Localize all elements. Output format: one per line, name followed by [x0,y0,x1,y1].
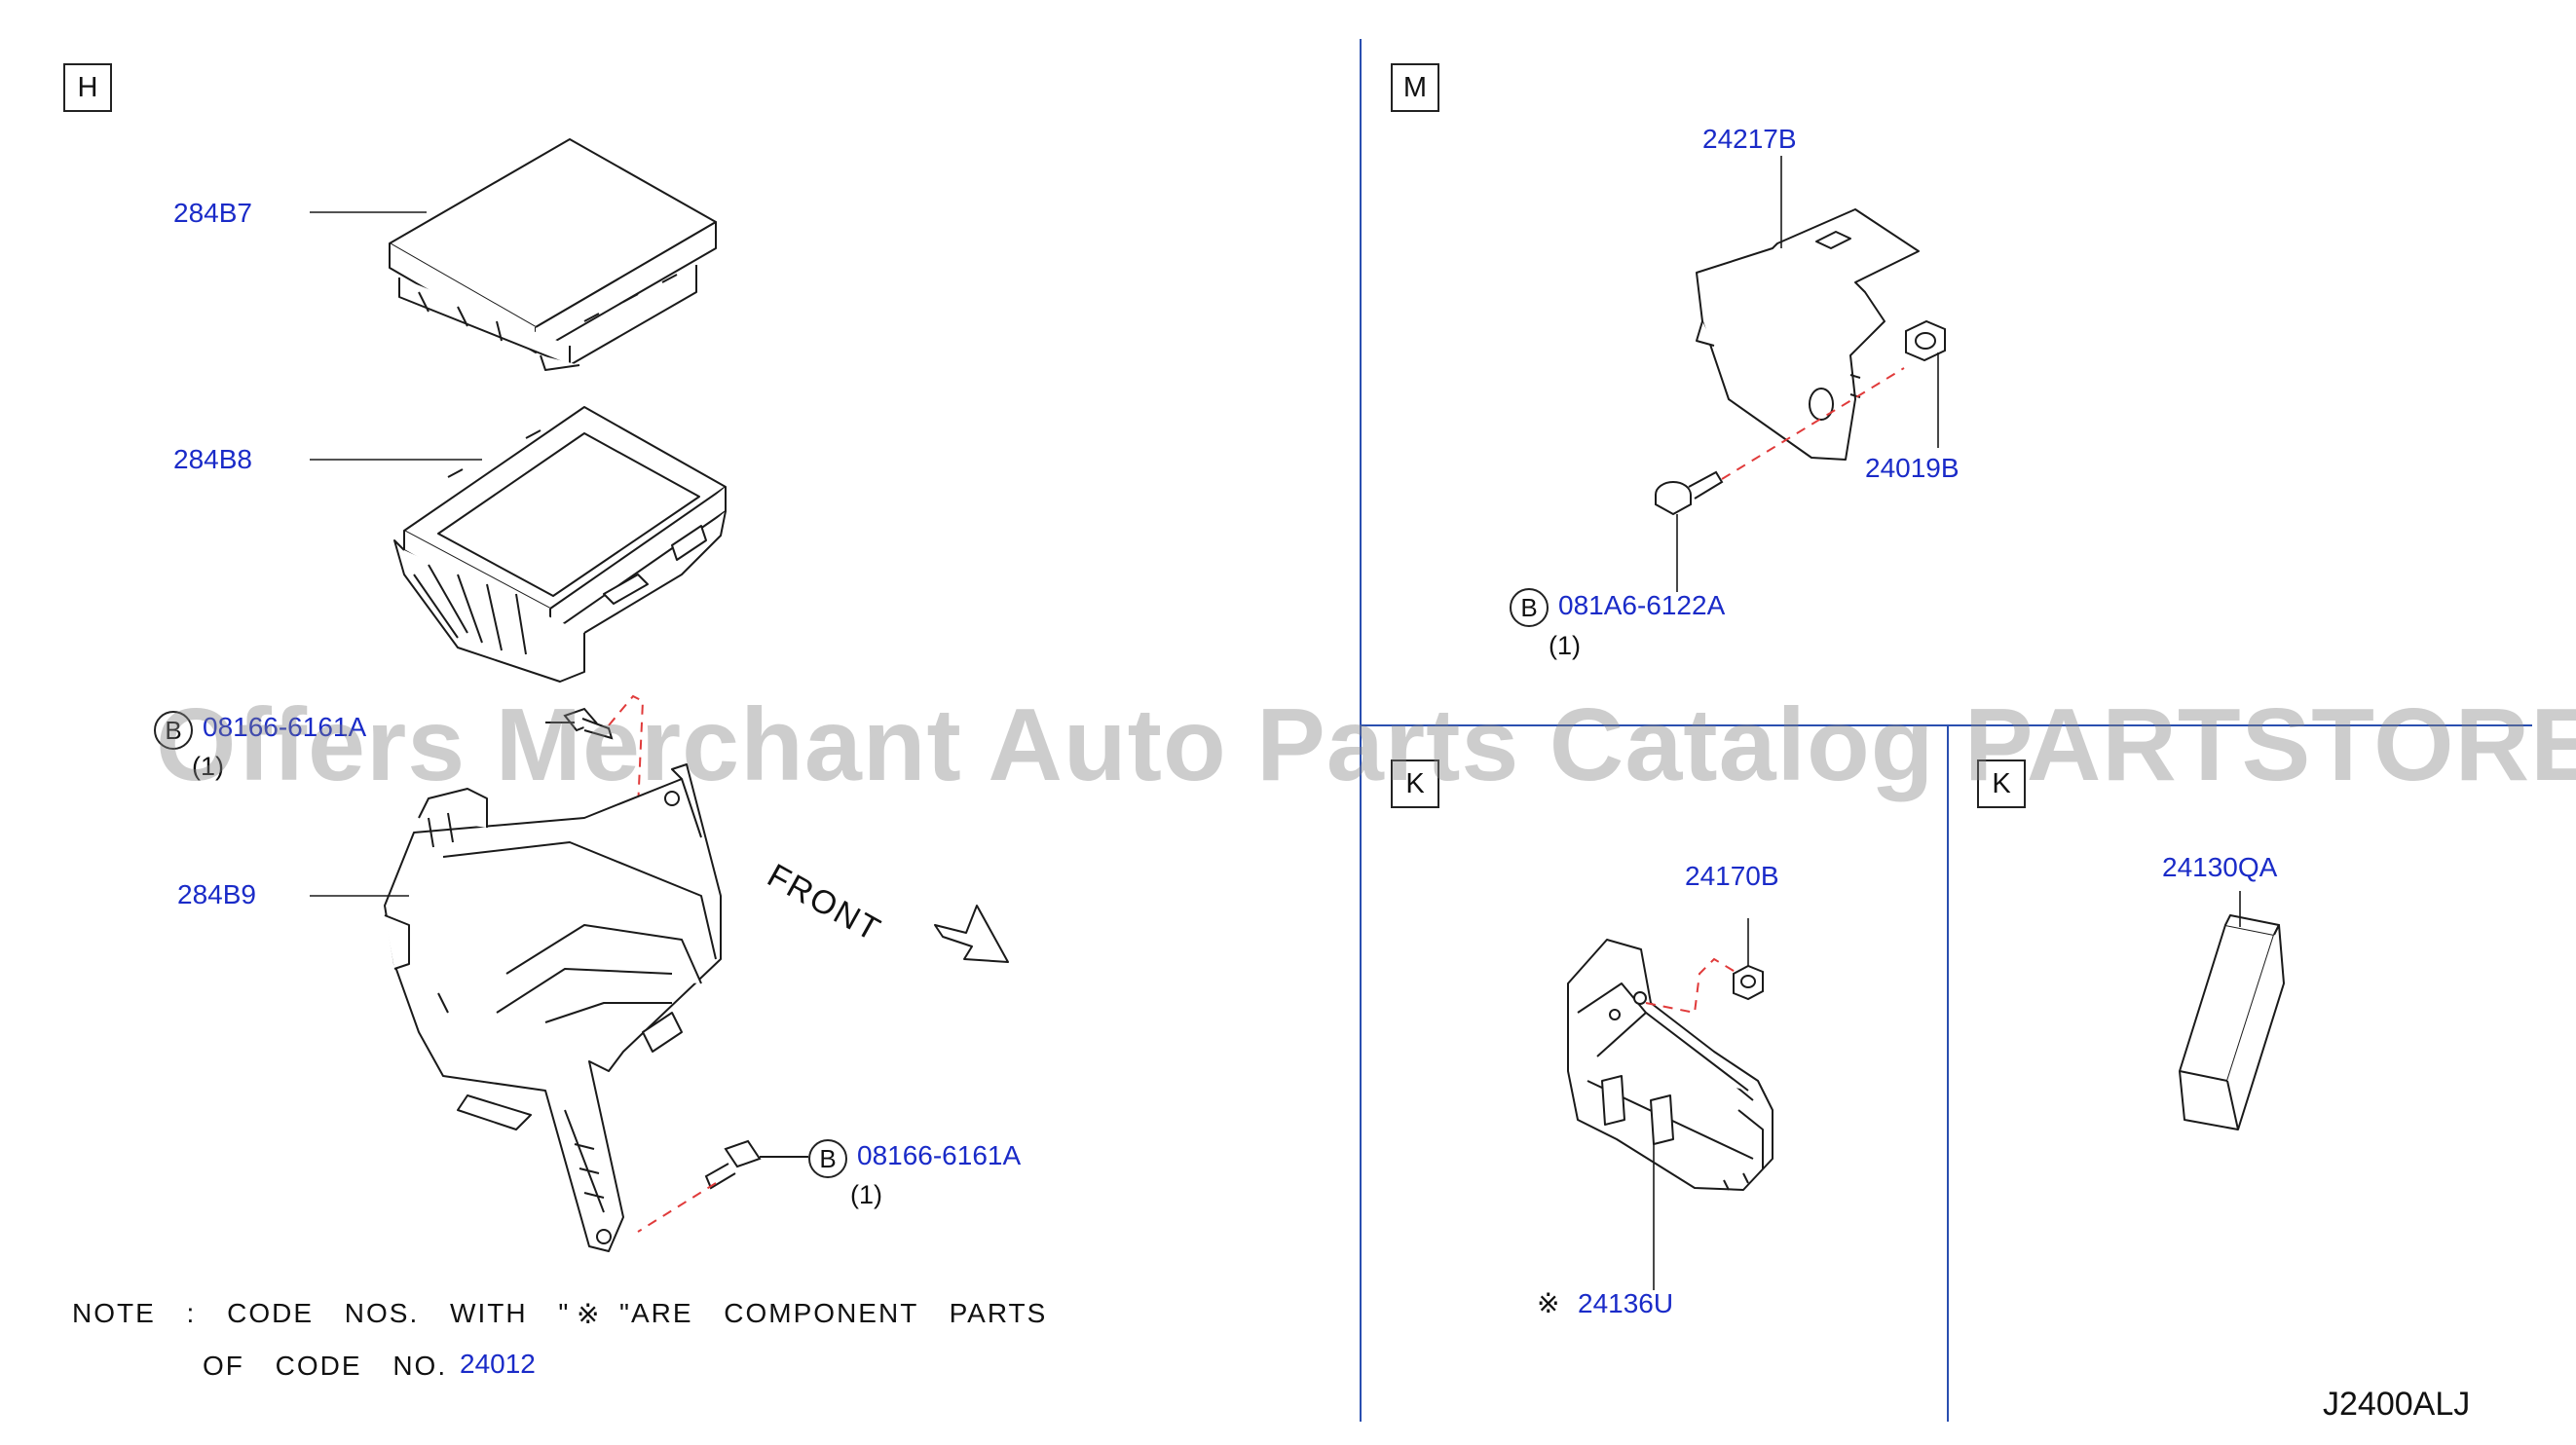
part-label-284B9[interactable]: 284B9 [177,879,256,909]
part-label-24019B[interactable]: 24019B [1865,453,1960,483]
watermark-text: Offers Merchant Auto Parts Catalog PARTS… [156,687,2576,802]
part-label-24170B[interactable]: 24170B [1685,861,1779,891]
part-label-bolt-h-top[interactable]: 08166-6161A [203,712,367,742]
section-m-label: M [1391,63,1439,112]
quantity-bolt-h-top: (1) [192,752,224,781]
reference-mark: ※ [577,1299,602,1329]
part-label-284B7[interactable]: 284B7 [173,198,252,228]
note-line-1b: "ARE COMPONENT PARTS [619,1298,1048,1328]
bolt-m-drawing [1655,470,1724,516]
part-284B7-drawing [389,138,717,371]
bolt-h-bottom-drawing [704,1139,808,1190]
nut-24019B-drawing [1905,319,1946,362]
dash-leader-h-bottom [637,1182,717,1233]
bolt-marker-h-bottom: B [808,1139,847,1178]
part-24217B-drawing [1696,208,1920,461]
section-dividers [1360,39,2532,1422]
part-284B8-drawing [393,406,727,683]
leader-lines-k [1653,918,1749,1290]
bolt-marker-h-top: B [154,711,193,750]
note-code-24012[interactable]: 24012 [460,1349,536,1379]
diagram-code: J2400ALJ [2323,1386,2471,1423]
leader-lines-h [310,211,482,897]
part-284B9-drawing [384,763,722,1252]
section-h-label: H [63,63,112,112]
part-label-24130QA[interactable]: 24130QA [2162,852,2278,882]
section-k-left-label: K [1391,760,1439,808]
section-k-right-label: K [1977,760,2026,808]
note-line-1a: NOTE : CODE NOS. WITH " [72,1298,571,1328]
front-arrow-icon [934,905,1009,963]
nut-24170B-drawing [1733,964,1764,1001]
part-24136U-drawing [1567,939,1773,1191]
part-24130QA-drawing [2179,914,2285,1130]
bolt-h-top-drawing [545,707,614,740]
part-label-24136U[interactable]: 24136U [1578,1288,1674,1318]
bolt-marker-m: B [1510,588,1549,627]
part-label-bolt-h-bottom[interactable]: 08166-6161A [857,1140,1022,1170]
dash-leader-h-top [608,694,645,809]
note-line-2a: OF CODE NO. [203,1351,448,1381]
dash-leader-m [1721,367,1905,480]
part-label-24217B[interactable]: 24217B [1702,124,1797,154]
quantity-bolt-h-bottom: (1) [850,1180,882,1209]
reference-mark-k: ※ [1537,1288,1560,1318]
part-label-284B8[interactable]: 284B8 [173,444,252,474]
part-label-bolt-m[interactable]: 081A6-6122A [1558,590,1726,620]
dash-leader-k [1645,957,1739,1015]
leader-lines-m [1676,156,1939,592]
quantity-bolt-m: (1) [1549,631,1581,660]
